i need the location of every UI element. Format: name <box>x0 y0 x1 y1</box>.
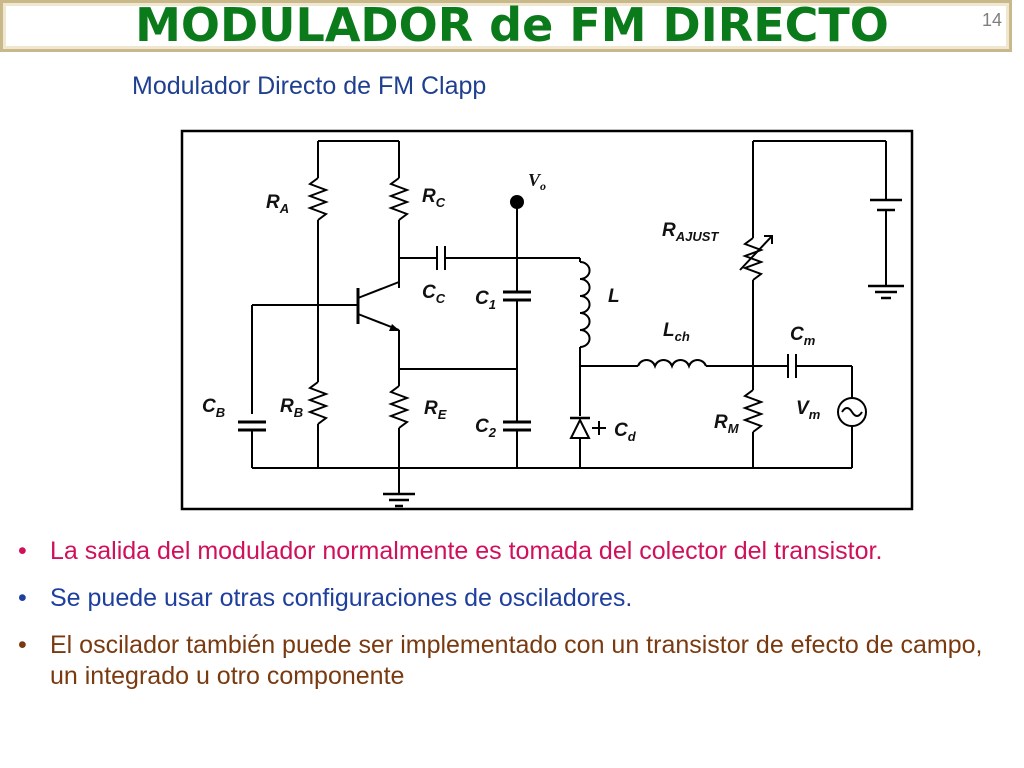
label-cb: CB <box>202 396 225 420</box>
bullet-text: El oscilador también puede ser implement… <box>50 631 983 690</box>
vo-node <box>510 195 524 209</box>
label-vo: Vo <box>528 170 546 193</box>
diagram-frame <box>180 129 914 511</box>
circuit-wires <box>238 140 904 508</box>
label-rb: RB <box>280 396 303 420</box>
label-c2: C2 <box>475 416 497 440</box>
emitter-arrow <box>389 324 400 331</box>
label-cd: Cd <box>614 420 637 444</box>
bullet-item: •Se puede usar otras configuraciones de … <box>18 584 633 612</box>
page-number: 14 <box>981 10 1002 30</box>
slide-title: MODULADOR de FM DIRECTO <box>135 0 889 52</box>
label-cc: CC <box>422 282 446 306</box>
label-c1: C1 <box>475 288 496 312</box>
label-rm: RM <box>714 412 740 436</box>
bullet-text: Se puede usar otras configuraciones de o… <box>50 584 633 612</box>
label-vm: Vm <box>796 398 821 422</box>
circuit-diagram: RA RC Vo RAJUST CC C1 L Lch Cm CB RB RE … <box>180 129 914 511</box>
label-l: L <box>608 286 620 307</box>
label-re: RE <box>424 398 447 422</box>
label-rajust: RAJUST <box>662 220 719 244</box>
bullet-item: •El oscilador también puede ser implemen… <box>18 631 983 690</box>
bullet-text: La salida del modulador normalmente es t… <box>50 537 883 565</box>
label-cm: Cm <box>790 324 816 348</box>
bullet-list: •La salida del modulador normalmente es … <box>10 536 1010 708</box>
label-ra: RA <box>266 192 289 216</box>
slide-subtitle: Modulador Directo de FM Clapp <box>132 72 487 100</box>
label-lch: Lch <box>663 320 690 344</box>
title-frame <box>0 0 1012 52</box>
bullet-item: •La salida del modulador normalmente es … <box>18 537 883 565</box>
label-rc: RC <box>422 186 446 210</box>
